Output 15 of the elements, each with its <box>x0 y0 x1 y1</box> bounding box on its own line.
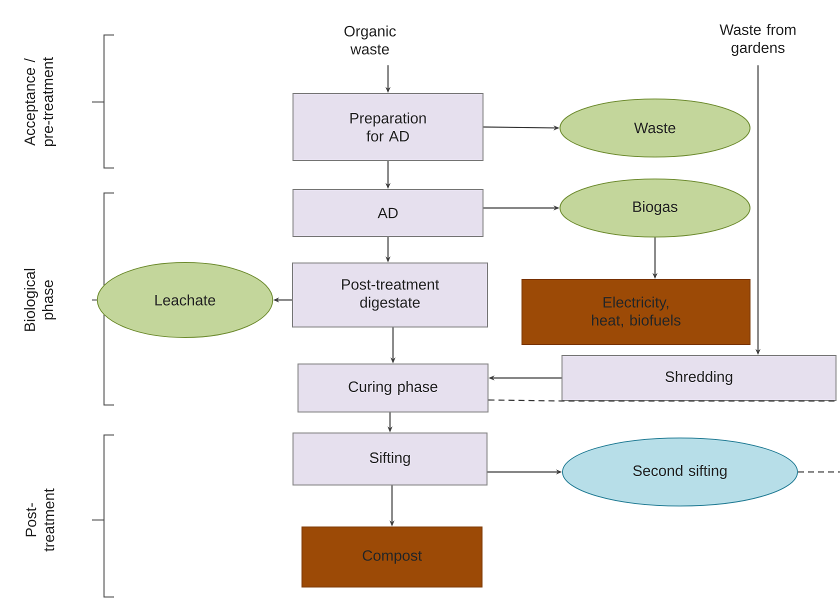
process-box: Post-treatment digestate <box>292 262 488 328</box>
dashed-connector <box>488 399 836 402</box>
input-label: Waste from gardens <box>720 24 796 56</box>
process-box: Preparation for AD <box>292 93 484 161</box>
process-box: Shredding <box>562 355 836 401</box>
dashed-connector <box>798 471 840 473</box>
phase-label: Post-treatment <box>26 488 54 552</box>
product-box: Electricity, heat, biofuels <box>522 278 750 345</box>
process-box: Sifting <box>292 432 488 486</box>
phase-label: Acceptance / pre-treatment <box>24 57 56 146</box>
process-box: Curing phase <box>298 364 488 412</box>
process-box: AD <box>292 189 484 237</box>
input-label: Organic waste <box>344 25 396 54</box>
phase-label: Biological phase <box>24 268 56 331</box>
product-box: Compost <box>302 526 482 588</box>
